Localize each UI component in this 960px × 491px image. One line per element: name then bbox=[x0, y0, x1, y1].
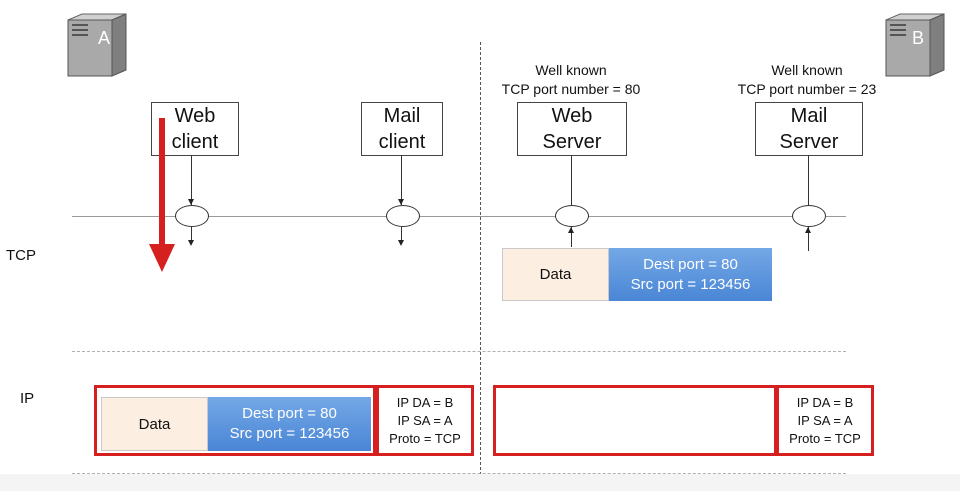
note-line: TCP port number = 80 bbox=[501, 81, 641, 97]
web-server-box: Web Server bbox=[517, 102, 627, 156]
server-icon bbox=[885, 13, 945, 77]
mail-client-box: Mail client bbox=[361, 102, 443, 156]
app-label: Web bbox=[174, 105, 216, 127]
connector-line bbox=[808, 155, 809, 205]
ip-sa-text: IP SA = A bbox=[397, 412, 453, 428]
app-label: client bbox=[171, 131, 219, 153]
tcp-segment-header: Dest port = 80 Src port = 123456 bbox=[609, 248, 772, 301]
host-a-label: A bbox=[98, 28, 111, 48]
arrow-down-icon bbox=[188, 199, 194, 205]
ip-payload-box-empty bbox=[493, 385, 777, 456]
note-line: TCP port number = 23 bbox=[737, 81, 877, 97]
app-label: Mail bbox=[383, 105, 421, 127]
host-a: A bbox=[62, 12, 128, 78]
tcp-layer-label: TCP bbox=[6, 247, 36, 264]
host-divider bbox=[480, 42, 481, 480]
web-server-port bbox=[555, 205, 589, 227]
dest-port-text: Dest port = 80 bbox=[242, 405, 337, 422]
tcp-segment-data: Data bbox=[502, 248, 609, 301]
host-b-label: B bbox=[912, 28, 925, 48]
ip-header-fields: IP DA = B IP SA = A Proto = TCP bbox=[776, 385, 874, 456]
proto-text: Proto = TCP bbox=[389, 430, 461, 446]
ip-layer-label: IP bbox=[20, 390, 35, 407]
red-down-arrow-icon bbox=[149, 118, 175, 272]
data-label: Data bbox=[138, 415, 171, 433]
app-label: Server bbox=[779, 131, 839, 153]
arrow-up-icon bbox=[805, 227, 811, 233]
proto-text: Proto = TCP bbox=[789, 430, 861, 446]
mail-client-port bbox=[386, 205, 420, 227]
ip-payload-data: Data bbox=[101, 397, 208, 451]
connector-line bbox=[401, 155, 402, 205]
ip-header-box bbox=[776, 385, 874, 456]
arrow-down-icon bbox=[398, 199, 404, 205]
host-b: B bbox=[880, 12, 946, 78]
app-label: Web bbox=[551, 105, 593, 127]
ip-payload-tcp-header: Dest port = 80 Src port = 123456 bbox=[208, 397, 371, 451]
ip-header-fields: IP DA = B IP SA = A Proto = TCP bbox=[376, 385, 474, 456]
note-line: Well known bbox=[535, 62, 607, 78]
ip-bottom-line bbox=[72, 473, 846, 474]
mail-server-port-note: Well known TCP port number = 23 bbox=[724, 61, 890, 99]
ip-da-text: IP DA = B bbox=[796, 394, 854, 410]
app-label: Mail bbox=[790, 105, 828, 127]
app-label: client bbox=[378, 131, 426, 153]
connector-line bbox=[191, 227, 192, 241]
bottom-strip bbox=[0, 474, 960, 491]
arrow-up-icon bbox=[568, 227, 574, 233]
ip-da-text: IP DA = B bbox=[396, 394, 454, 410]
connector-line bbox=[401, 227, 402, 241]
connector-line bbox=[808, 227, 809, 251]
ip-payload-box bbox=[94, 385, 376, 456]
tcp-ip-boundary bbox=[72, 351, 846, 352]
web-client-box: Web client bbox=[151, 102, 239, 156]
web-server-port-note: Well known TCP port number = 80 bbox=[488, 61, 654, 99]
src-port-text: Src port = 123456 bbox=[229, 425, 350, 442]
data-label: Data bbox=[539, 266, 572, 283]
app-label: Server bbox=[542, 131, 602, 153]
tcp-layer-line bbox=[72, 216, 846, 217]
connector-line bbox=[571, 227, 572, 247]
dest-port-text: Dest port = 80 bbox=[643, 255, 738, 273]
web-client-port bbox=[175, 205, 209, 227]
connector-line bbox=[571, 155, 572, 205]
arrow-down-icon bbox=[398, 240, 404, 246]
src-port-text: Src port = 123456 bbox=[630, 275, 751, 293]
connector-line bbox=[191, 155, 192, 205]
note-line: Well known bbox=[771, 62, 843, 78]
ip-sa-text: IP SA = A bbox=[797, 412, 853, 428]
arrow-down-icon bbox=[188, 240, 194, 246]
mail-server-port bbox=[792, 205, 826, 227]
mail-server-box: Mail Server bbox=[755, 102, 863, 156]
ip-header-box bbox=[376, 385, 474, 456]
server-icon bbox=[67, 13, 127, 77]
